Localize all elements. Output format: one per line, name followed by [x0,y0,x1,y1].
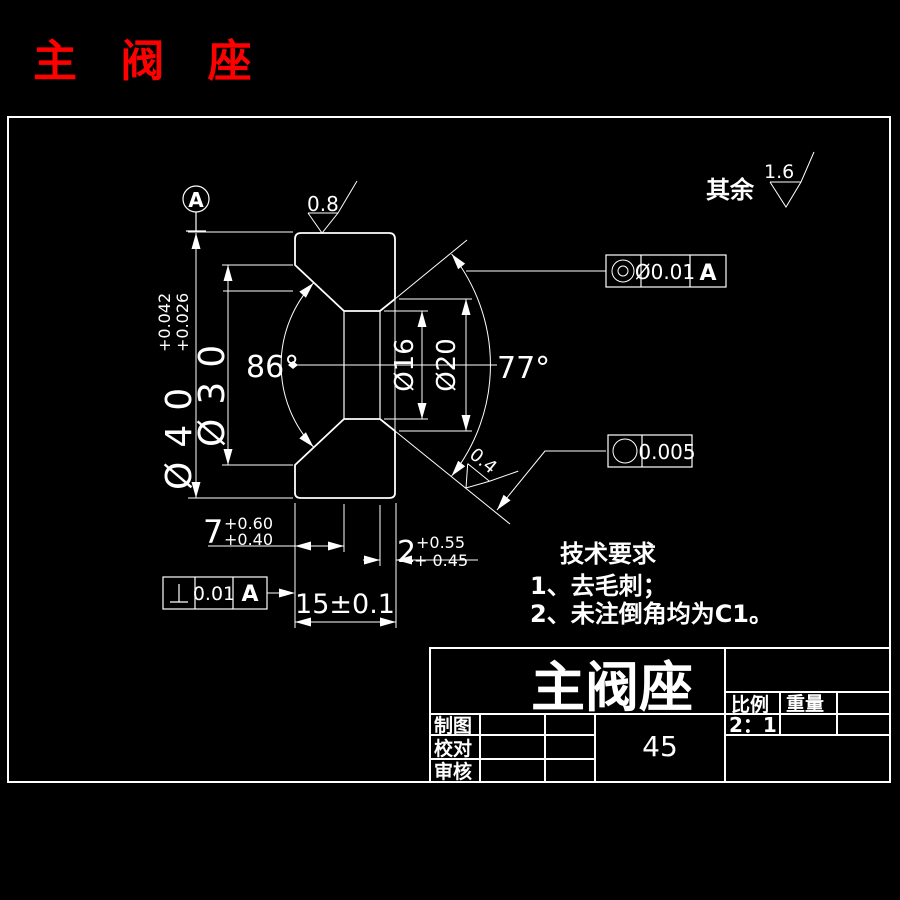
roughness-seat-surface: 0.4 [465,444,519,489]
dim-d16-text: Ø16 [390,338,420,392]
general-roughness-value: 1.6 [764,161,794,183]
title-block-scale-value: 2：1 [729,713,777,737]
fcf-circularity-tolerance: 0.005 [638,440,695,464]
roughness-seat-value: 0.4 [465,444,500,478]
centerline-marker [288,361,298,369]
roughness-icon [307,180,358,234]
title-block-weight-label: 重量 [786,693,824,715]
dim-angle86-text: 86° [246,350,299,385]
dim-d20-text: Ø20 [432,338,462,392]
title-block-checker-label: 校对 [434,737,472,760]
fcf-concentricity-datum: A [699,261,716,286]
title-block-material: 45 [642,730,678,763]
dim-seat-depth2: 2 +0.55 + 0.45 [363,533,478,570]
dim-cone-depth7: 7 +0.60 +0.40 [203,513,344,551]
fcf-perpendicularity: 0.01 A [162,576,295,610]
fcf-perpendicularity-datum: A [241,582,258,607]
dim-d30-text: Ø30 [192,331,233,447]
fcf-concentricity: Ø0.01 A [466,254,727,288]
title-block-part-name: 主阀座 [531,656,693,719]
general-roughness: 其余 1.6 [706,151,815,208]
title-block: 主阀座 制图 校对 审核 45 比例 重量 2：1 [429,647,891,783]
dim-d30: Ø30 [192,264,293,466]
dim-angle77: 77° [394,239,550,525]
concentricity-icon-inner [617,265,629,277]
tech-req-item2: 2、未注倒角均为C1。 [530,600,773,628]
part-upper-half [294,232,396,312]
dim-seat-depth-text: 2 [397,535,416,570]
datum-letter: A [188,188,204,212]
page-title: 主 阀 座 [33,36,266,87]
fcf-concentricity-tolerance: Ø0.01 [635,260,695,284]
seat-cone-extension-lower [394,430,511,525]
dim-od40-text: Ø40 [159,374,200,490]
dim-d20: Ø20 [399,298,472,432]
perpendicularity-icon [170,584,188,603]
dim-cone-depth-tol-upper: +0.60 [224,514,273,533]
dim-angle77-text: 77° [497,351,550,386]
dim-overall-width15: 15±0.1 [295,589,396,627]
title-block-approver-label: 审核 [434,760,472,783]
title-block-scale-label: 比例 [731,693,769,716]
roughness-top-face: 0.8 [307,180,358,234]
roughness-top-value: 0.8 [307,192,339,216]
dim-d16: Ø16 [384,310,428,420]
concentricity-icon [611,259,635,283]
dim-seat-depth-tol-lower: + 0.45 [414,551,468,570]
tech-requirements: 技术要求 1、去毛刺； 2、未注倒角均为C1。 [530,540,773,628]
tech-req-item1: 1、去毛刺； [530,572,667,600]
fcf-leader [496,450,606,511]
title-block-drafter-label: 制图 [434,714,472,737]
dim-cone-depth-text: 7 [203,513,223,551]
dim-od40-tol-upper: +0.042 [155,293,174,352]
dim-od40-tol-lower: +0.026 [173,293,192,352]
part-lower-half [294,418,396,499]
dim-seat-depth-tol-upper: +0.55 [416,533,465,552]
roughness-icon [465,463,519,489]
tech-req-title: 技术要求 [560,540,656,568]
general-roughness-label: 其余 [706,176,755,204]
fcf-perpendicularity-tolerance: 0.01 [193,583,235,605]
seat-cone-extension-upper [394,239,468,300]
datum-a-symbol: A [182,185,210,232]
circularity-icon [612,438,638,464]
drawing-frame [7,116,891,783]
part-section [288,232,497,499]
dim-cone-depth-tol-lower: +0.40 [224,530,273,549]
fcf-circularity: 0.005 [493,434,696,513]
dim-overall-width-text: 15±0.1 [295,589,395,620]
dim-angle86: 86° [246,279,317,451]
dim-bottom-extensions [294,503,397,628]
roughness-icon [769,151,815,208]
dim-od40: Ø40 +0.042 +0.026 [155,231,293,499]
